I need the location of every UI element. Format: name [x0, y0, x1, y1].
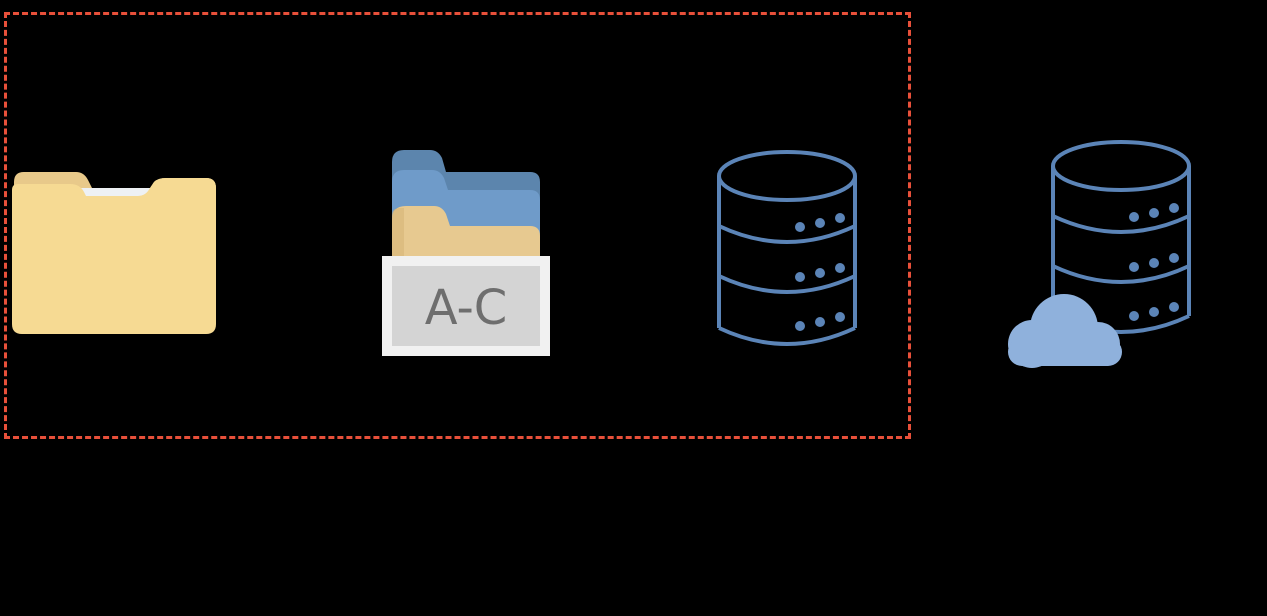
database-server-icon — [714, 148, 860, 356]
local-storage-group-box — [4, 12, 911, 439]
cabinet-index-label: A-C — [425, 280, 508, 336]
indexed-folder-cabinet-icon: A-C — [380, 148, 552, 358]
cloud-database-icon — [1004, 138, 1194, 370]
folder-icon — [10, 168, 218, 336]
